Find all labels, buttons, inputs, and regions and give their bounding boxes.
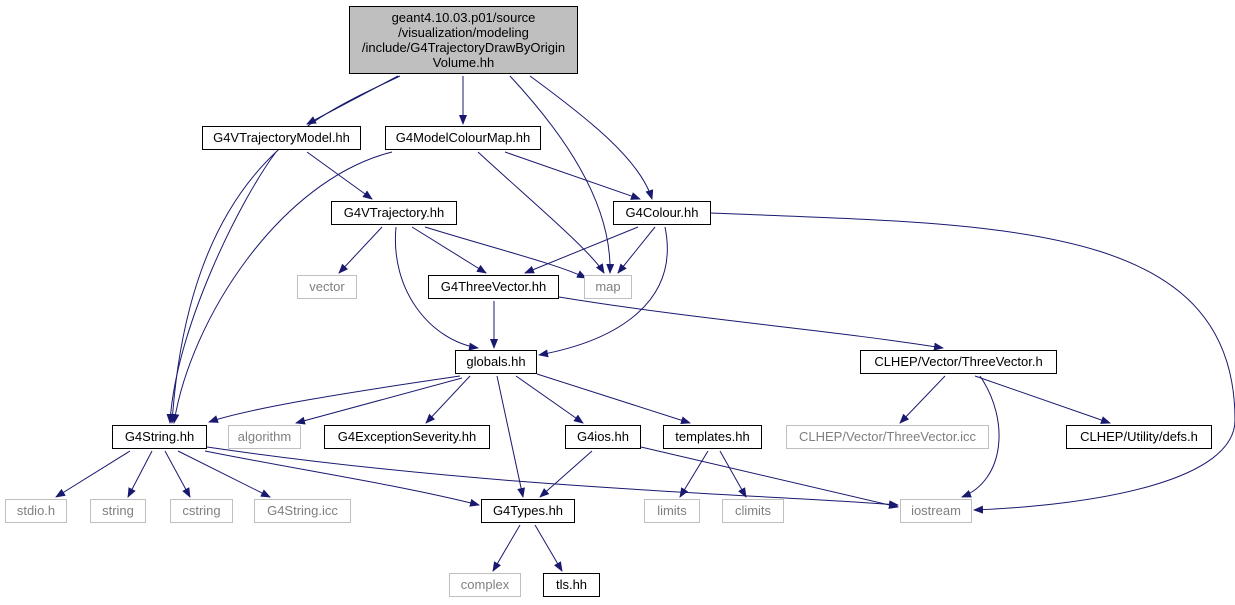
edge-g4ios-to-g4types: [539, 450, 593, 498]
edge-root-to-g4string: [168, 75, 401, 424]
node-root-line-4: Volume.hh: [432, 55, 495, 70]
edge-globals-to-algorithm: [295, 377, 463, 425]
edge-g4vtrajmodel-to-g4vtraj: [306, 151, 373, 200]
edge-root-to-map: [509, 75, 615, 274]
edge-root-to-g4vtrajmodel: [306, 75, 399, 125]
edge-templates-to-climits: [719, 450, 747, 498]
node-g4ios[interactable]: G4ios.hh: [565, 425, 641, 449]
edge-g4vtraj-to-g4threevector: [411, 226, 487, 274]
edge-g4string-to-g4types: [204, 450, 480, 507]
edge-globals-to-g4ios: [515, 375, 584, 424]
node-root[interactable]: geant4.10.03.p01/source /visualization/m…: [349, 6, 578, 74]
node-algorithm[interactable]: algorithm: [228, 425, 301, 449]
node-root-line-3: /include/G4TrajectoryDrawByOrigin: [361, 40, 566, 55]
node-limits[interactable]: limits: [644, 499, 700, 523]
node-clhep-defs[interactable]: CLHEP/Utility/defs.h: [1066, 425, 1212, 449]
node-root-line-1: geant4.10.03.p01/source: [391, 10, 536, 25]
edge-clhep-tv-to-icc: [899, 375, 946, 424]
node-complex[interactable]: complex: [449, 573, 521, 597]
edge-g4colour-to-map: [617, 226, 656, 274]
node-globals[interactable]: globals.hh: [455, 350, 537, 374]
edge-clhep-tv-to-defs: [974, 375, 1111, 424]
edge-g4vtraj-to-map: [424, 226, 587, 279]
edge-g4mcm-to-g4colour: [504, 151, 641, 200]
node-iostream[interactable]: iostream: [900, 499, 972, 523]
edge-clhep-tv-to-iostream: [961, 375, 1000, 498]
node-g4types[interactable]: G4Types.hh: [481, 499, 575, 523]
edge-g4tv-to-clhep-tv: [558, 296, 944, 351]
edge-g4colour-to-g4threevector: [524, 226, 639, 274]
edge-g4string-to-cstring: [164, 450, 191, 498]
node-climits[interactable]: climits: [722, 499, 784, 523]
node-g4vtrajectory[interactable]: G4VTrajectory.hh: [331, 201, 457, 225]
node-g4string[interactable]: G4String.hh: [112, 425, 207, 449]
edge-root-to-g4colour: [529, 75, 654, 200]
edge-globals-to-g4string: [208, 375, 461, 423]
edge-g4colour-to-iostream: [710, 212, 1235, 514]
node-cstring[interactable]: cstring: [170, 499, 233, 523]
node-g4threevector[interactable]: G4ThreeVector.hh: [428, 275, 559, 299]
edge-g4vtrajmodel-to-g4string: [166, 151, 277, 424]
node-g4string-icc[interactable]: G4String.icc: [254, 499, 351, 523]
node-map[interactable]: map: [584, 275, 632, 299]
node-clhep-threevector-icc[interactable]: CLHEP/Vector/ThreeVector.icc: [786, 425, 989, 449]
node-tls[interactable]: tls.hh: [543, 573, 600, 597]
edge-g4ios-to-iostream: [640, 446, 899, 509]
edge-globals-to-templates: [536, 373, 691, 425]
edge-g4mcm-to-map: [477, 151, 605, 274]
edge-g4types-to-complex: [492, 524, 521, 572]
node-g4colour[interactable]: G4Colour.hh: [613, 201, 711, 225]
edge-globals-to-g4except: [425, 375, 471, 424]
node-vector[interactable]: vector: [297, 275, 357, 299]
edge-g4string-to-iostream: [206, 446, 899, 509]
edge-g4mcm-to-g4string: [171, 151, 393, 424]
edge-g4types-to-tls: [534, 524, 563, 572]
edge-g4vtraj-to-vector: [338, 226, 383, 274]
node-root-line-2: /visualization/modeling: [398, 25, 529, 40]
edge-g4colour-to-globals: [538, 226, 668, 358]
node-string[interactable]: string: [90, 499, 146, 523]
edge-globals-to-g4types: [496, 375, 526, 498]
node-g4vtrajectorymodel[interactable]: G4VTrajectoryModel.hh: [202, 126, 361, 150]
edge-g4vtraj-to-globals: [394, 226, 479, 351]
node-clhep-threevector-h[interactable]: CLHEP/Vector/ThreeVector.h: [860, 350, 1057, 374]
node-g4exceptionseverity[interactable]: G4ExceptionSeverity.hh: [324, 425, 490, 449]
edge-templates-to-limits: [679, 450, 709, 498]
node-templates[interactable]: templates.hh: [663, 425, 762, 449]
node-g4modelcolourmap[interactable]: G4ModelColourMap.hh: [385, 126, 541, 150]
edge-g4string-to-stdio: [55, 450, 131, 498]
edge-g4string-to-g4string-icc: [177, 450, 271, 498]
node-stdio[interactable]: stdio.h: [5, 499, 67, 523]
edge-g4string-to-string: [127, 450, 153, 498]
